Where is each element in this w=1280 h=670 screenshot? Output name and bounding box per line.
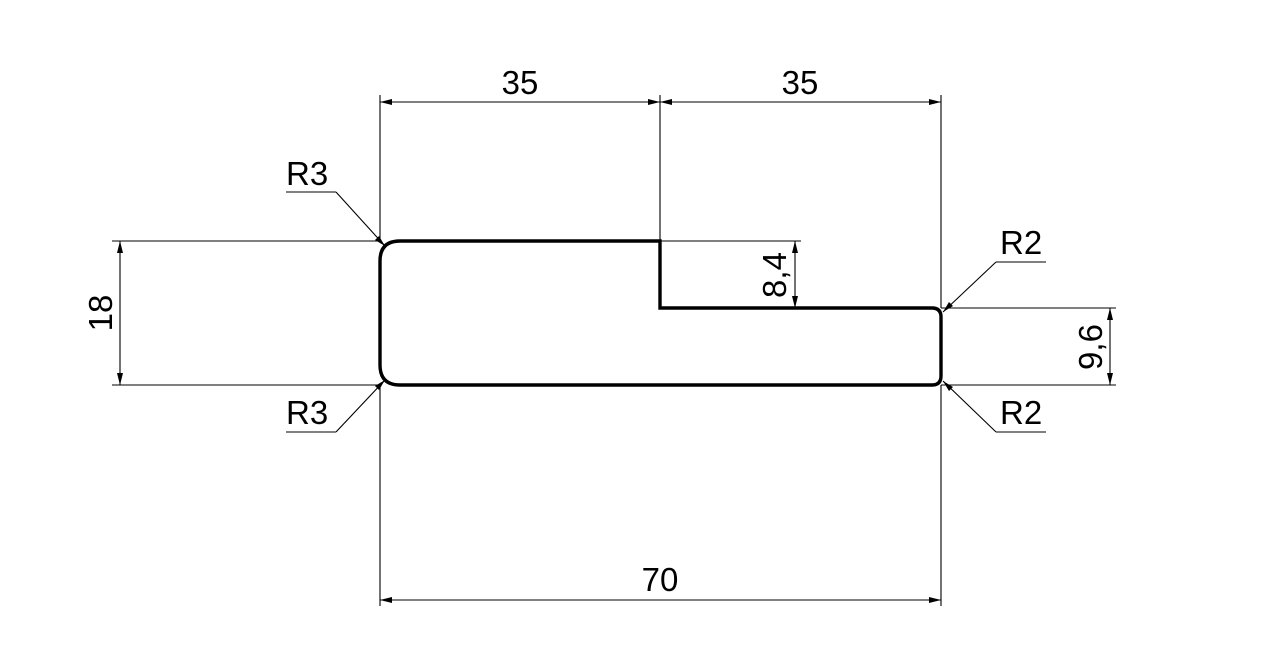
dimension-label-total-height: 18	[82, 295, 119, 332]
dimension-label-total-width: 70	[642, 561, 679, 598]
radius-callout-bottom-right: R2	[942, 380, 1046, 433]
profile-outline	[378, 239, 943, 387]
radius-label-top-left: R3	[286, 155, 328, 192]
dimension-total-height: 18	[82, 241, 123, 385]
dimension-total-width: 70	[380, 561, 941, 603]
dimension-top-left: 35	[380, 64, 660, 105]
radius-label-bottom-left: R3	[286, 394, 328, 431]
dimension-top-right: 35	[660, 64, 941, 105]
dimension-label-step-depth: 8,4	[756, 252, 793, 298]
radius-callout-top-left: R3	[286, 155, 386, 247]
dimension-right-height: 9,6	[1072, 308, 1113, 385]
extension-lines	[112, 95, 1116, 606]
radius-label-top-right: R2	[1000, 224, 1042, 261]
radius-label-bottom-right: R2	[1000, 394, 1042, 431]
dimension-label-right-height: 9,6	[1072, 324, 1109, 370]
radius-callout-top-right: R2	[942, 224, 1046, 313]
dimension-label-top-left: 35	[502, 64, 539, 101]
dimension-label-top-right: 35	[782, 64, 819, 101]
dimension-step-depth: 8,4	[756, 241, 798, 308]
radius-callout-bottom-left: R3	[286, 379, 386, 433]
